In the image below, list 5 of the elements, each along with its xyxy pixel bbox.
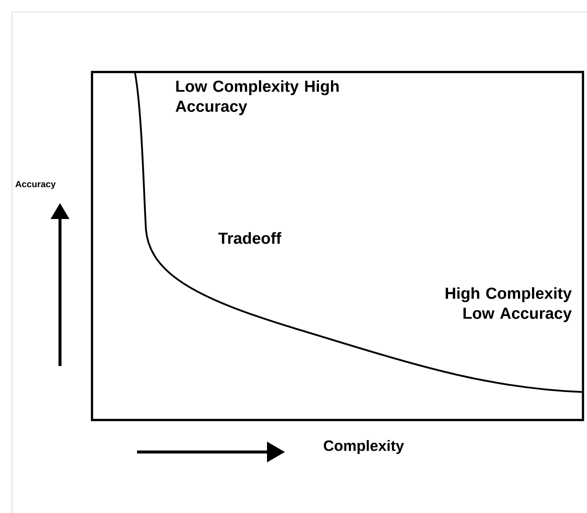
axis-label: Low Complexity High Accuracy bbox=[176, 80, 339, 116]
axis-label: Accuracy bbox=[15, 180, 56, 190]
axis-label: Complexity bbox=[324, 440, 404, 454]
axis-label: High Complexity Low Accuracy bbox=[446, 287, 572, 322]
axis-label: Tradeoff bbox=[218, 232, 282, 244]
